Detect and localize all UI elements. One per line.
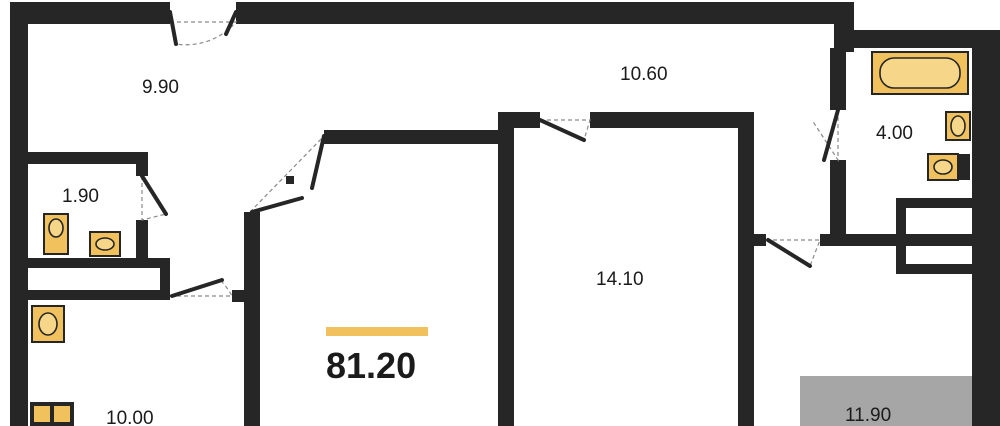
walls (10, 2, 1000, 426)
door-kitchen (170, 278, 233, 298)
toilet-icon (927, 153, 970, 181)
door-bathroom (811, 108, 840, 163)
door-bedroom (538, 118, 591, 142)
door-toilet (140, 174, 168, 221)
sink-icon (945, 111, 971, 141)
bathtub-icon (871, 51, 969, 95)
door-entrance (168, 10, 238, 46)
room-area-label: 1.90 (62, 186, 99, 207)
room-area-label: 14.10 (596, 269, 644, 290)
door-corridor-right (766, 238, 821, 268)
kitchen-sink-icon (31, 305, 65, 343)
sink-small-icon (89, 231, 121, 257)
balcony-area (800, 376, 972, 426)
room-area-label: 10.60 (620, 64, 668, 85)
door-middle-room (249, 134, 326, 214)
room-area-label: 10.00 (106, 408, 154, 426)
toilet-small-icon (43, 213, 69, 255)
total-area-label: 81.20 (326, 345, 416, 386)
stove-icon (30, 402, 74, 426)
room-area-label: 9.90 (142, 77, 179, 98)
room-area-label: 4.00 (876, 123, 913, 144)
total-area-accent-bar (326, 327, 428, 336)
room-area-label: 11.90 (845, 405, 891, 426)
